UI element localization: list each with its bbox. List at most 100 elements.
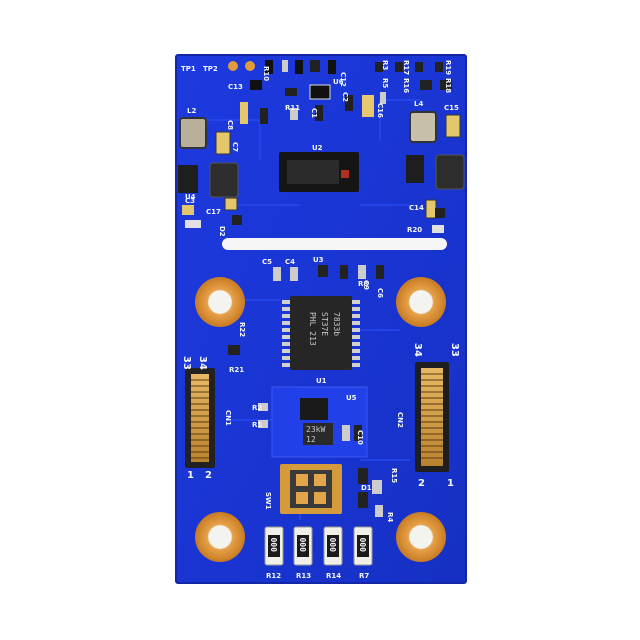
svg-text:34: 34: [197, 356, 208, 370]
svg-text:R18: R18: [444, 78, 452, 93]
svg-text:R3: R3: [381, 60, 389, 70]
svg-text:C17: C17: [206, 208, 221, 216]
svg-text:C16: C16: [376, 103, 384, 118]
svg-text:R11: R11: [285, 104, 300, 112]
svg-text:U1: U1: [316, 377, 327, 385]
svg-text:U3: U3: [313, 256, 324, 264]
svg-text:CN2: CN2: [396, 412, 404, 428]
svg-text:2: 2: [418, 478, 425, 489]
svg-text:000: 000: [270, 537, 279, 552]
bottom-resistors: 000 000 000 000: [264, 526, 373, 566]
svg-text:R5: R5: [381, 78, 389, 88]
svg-text:33: 33: [181, 356, 192, 370]
mounting-hole: [195, 512, 245, 562]
svg-text:SW1: SW1: [264, 492, 272, 510]
cap-c15: [445, 114, 461, 138]
svg-text:R14: R14: [326, 572, 341, 580]
svg-text:ST37E: ST37E: [320, 312, 329, 336]
silkscreen-labels: C13 C12 C8 C7 C1 C2 C16 C15 C3 C17 C14 C…: [181, 60, 460, 580]
inductor-l4: [409, 111, 437, 143]
svg-text:C13: C13: [228, 83, 243, 91]
mounting-hole: [396, 277, 446, 327]
ic-right-small: [406, 155, 424, 183]
mounting-holes: [195, 277, 446, 562]
svg-text:C5: C5: [262, 258, 272, 266]
svg-text:L4: L4: [414, 100, 423, 108]
svg-text:1: 1: [187, 470, 194, 481]
mounting-hole: [195, 277, 245, 327]
silk-tp2: TP2: [203, 65, 218, 73]
svg-text:R2: R2: [252, 404, 262, 412]
cap-c7: [215, 131, 231, 155]
svg-text:33: 33: [449, 343, 460, 357]
svg-text:C15: C15: [444, 104, 459, 112]
svg-text:34: 34: [412, 343, 423, 357]
svg-text:CN1: CN1: [224, 410, 232, 426]
svg-text:PHL 213: PHL 213: [308, 312, 317, 346]
ic-u2-window: [287, 160, 339, 184]
svg-text:C10: C10: [356, 430, 364, 445]
test-point-pad: [245, 61, 255, 71]
silk-tp1: TP1: [181, 65, 196, 73]
svg-text:1: 1: [447, 478, 454, 489]
svg-text:C9: C9: [362, 280, 370, 290]
svg-text:000: 000: [329, 537, 338, 552]
ic-u1: 7833b ST37E PHL 213: [282, 296, 360, 370]
ic-right-module: [435, 154, 465, 190]
svg-text:C3: C3: [185, 197, 195, 205]
svg-text:R4: R4: [386, 512, 394, 522]
svg-text:7833b: 7833b: [332, 312, 341, 336]
svg-text:U6: U6: [333, 78, 344, 86]
svg-text:R10: R10: [262, 66, 270, 81]
svg-text:C12: C12: [339, 72, 347, 87]
svg-text:D2: D2: [218, 226, 226, 237]
svg-text:U4: U4: [185, 193, 196, 201]
ic-u2-indicator: [341, 170, 349, 178]
ic-left-module: [209, 162, 239, 198]
mounting-hole: [396, 512, 446, 562]
connector-cn1: [185, 368, 215, 468]
svg-text:C7: C7: [231, 142, 239, 152]
connector-cn2: [415, 362, 449, 472]
svg-text:R22: R22: [238, 322, 246, 337]
svg-text:U5: U5: [346, 394, 357, 402]
top-small-components: [240, 60, 452, 124]
svg-text:000: 000: [299, 537, 308, 552]
cap-c17: [224, 197, 238, 211]
svg-text:R20: R20: [407, 226, 422, 234]
mid-passives: [182, 205, 445, 428]
svg-text:L2: L2: [187, 107, 196, 115]
svg-text:C6: C6: [376, 288, 384, 298]
svg-text:D1: D1: [361, 484, 372, 492]
svg-text:C2: C2: [341, 92, 349, 102]
svg-text:C8: C8: [226, 120, 234, 130]
svg-text:C14: C14: [409, 204, 424, 212]
svg-text:C4: C4: [285, 258, 295, 266]
board-slot: [222, 238, 447, 250]
svg-text:R13: R13: [296, 572, 311, 580]
svg-text:R12: R12: [266, 572, 281, 580]
svg-text:R16: R16: [402, 78, 410, 93]
u5-mark-1: 23kW: [306, 425, 325, 434]
test-point-pad: [228, 61, 238, 71]
svg-text:R1: R1: [252, 421, 262, 429]
svg-text:R8: R8: [358, 280, 368, 288]
dip-switch-sw1: [280, 464, 342, 514]
ic-u5-package: [303, 423, 333, 445]
cap-c14: [425, 199, 437, 219]
svg-text:R21: R21: [229, 366, 244, 374]
u5-mark-2: 12: [306, 435, 316, 444]
svg-text:C1: C1: [310, 108, 318, 118]
ic-u5: [300, 398, 328, 420]
svg-text:R15: R15: [390, 468, 398, 483]
svg-text:R17: R17: [402, 60, 410, 75]
svg-text:000: 000: [359, 537, 368, 552]
svg-text:R7: R7: [359, 572, 369, 580]
svg-text:2: 2: [205, 470, 212, 481]
ic-u4: [178, 165, 198, 193]
svg-text:R19: R19: [444, 60, 452, 75]
svg-text:U2: U2: [312, 144, 323, 152]
inductor-l2: [179, 117, 207, 149]
